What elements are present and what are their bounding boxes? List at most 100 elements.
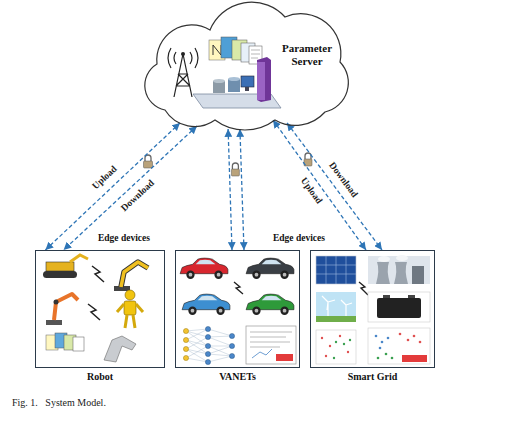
grid-illustration-part-part	[321, 337, 323, 339]
antenna-tower	[168, 48, 198, 97]
grid-illustration-part	[376, 262, 390, 284]
vehicles-illustration-part-part	[229, 343, 234, 348]
grid-illustration-part	[399, 333, 422, 344]
vehicles-illustration-part-part	[183, 337, 188, 342]
database-part	[228, 77, 240, 81]
edge-device-box: VANETs	[175, 250, 300, 368]
grid-illustration-part-part	[375, 335, 378, 338]
grid-illustration-part-part	[347, 351, 349, 353]
grid-illustration	[316, 255, 430, 364]
vehicles-illustration-part-part	[229, 353, 234, 358]
padlock	[231, 163, 239, 176]
vehicles-illustration-part-part	[183, 355, 188, 360]
padlock-part	[144, 161, 153, 168]
link-label: Download	[117, 177, 158, 216]
grid-illustration-part	[368, 328, 430, 364]
dashed-link	[228, 129, 232, 250]
vehicles-illustration-part-part	[186, 329, 208, 362]
vehicles-illustration-part	[246, 326, 296, 364]
grid-illustration-part-part	[343, 343, 345, 345]
robot-illustration-part	[46, 262, 74, 271]
padlock-part	[232, 163, 238, 169]
robot-illustration-part	[54, 300, 59, 305]
grid-illustration-part	[377, 353, 394, 360]
grid-illustration-part	[316, 316, 356, 322]
grid-illustration-part	[322, 296, 352, 316]
vehicles-illustration-part	[276, 354, 293, 361]
vehicles-illustration-part-part	[205, 326, 210, 331]
vehicles-illustration-part	[183, 328, 188, 360]
vehicles-illustration-part-part	[205, 343, 210, 348]
group-label: Edge devices	[273, 233, 325, 244]
figure-caption: Fig. 1. System Model.	[12, 397, 106, 409]
monitor	[241, 76, 254, 87]
grid-illustration-part-part	[419, 341, 422, 344]
vehicles-illustration-part-part	[229, 333, 234, 338]
grid-illustration-part-part	[333, 357, 335, 359]
grid-illustration-part	[316, 292, 356, 322]
grid-illustration-part	[412, 266, 424, 284]
padlock	[144, 155, 153, 168]
robot-illustration-part	[73, 337, 84, 351]
grid-illustration-part	[316, 330, 356, 364]
dashed-link	[45, 123, 180, 250]
grid-illustration-part	[378, 256, 390, 262]
grid-illustration-part	[368, 256, 430, 284]
grid-illustration-part	[368, 292, 430, 322]
vehicles-illustration-part-part	[205, 351, 210, 356]
vehicles-illustration-part	[246, 258, 294, 279]
cloud-shape	[145, 2, 349, 130]
robot-illustration	[43, 255, 148, 362]
vehicles-illustration-part-part	[183, 346, 188, 351]
grid-illustration-part-part	[385, 353, 388, 356]
database-part	[213, 79, 225, 83]
grid-illustration-part-part	[349, 339, 351, 341]
vehicles-illustration-part-part	[208, 329, 232, 362]
data-cards-part	[251, 50, 260, 58]
padlock-part	[305, 153, 311, 159]
database	[213, 77, 240, 93]
grid-illustration-part-part	[335, 341, 337, 343]
grid-illustration-part-part	[381, 341, 384, 344]
robot-illustration-part	[43, 271, 77, 278]
grid-illustration-part-part	[339, 335, 341, 337]
grid-illustration-part-part	[399, 333, 402, 336]
grid-illustration-part-part	[379, 347, 382, 350]
dashed-link	[64, 126, 197, 250]
vehicles-illustration-part	[250, 332, 292, 347]
vehicles-illustration	[180, 258, 296, 365]
robot-illustration-part	[121, 262, 148, 287]
grid-illustration-part	[359, 282, 368, 295]
robot-illustration-part	[125, 290, 135, 300]
link-label: Upload	[296, 174, 325, 208]
cloud-outline	[135, 2, 350, 132]
vehicles-illustration-part	[246, 294, 294, 315]
grid-illustration-part-part	[413, 335, 416, 338]
robot-illustration-part	[54, 294, 78, 320]
grid-illustration-part	[394, 262, 408, 284]
box-title: Robot	[87, 371, 113, 383]
robot-illustration-part	[124, 301, 136, 315]
grid-illustration-part	[316, 256, 356, 284]
data-cards	[209, 37, 262, 64]
grid-illustration-part	[408, 295, 415, 298]
vehicles-illustration-part-part	[183, 328, 188, 333]
grid-illustration-part	[333, 339, 351, 359]
group-label: Edge devices	[98, 233, 150, 244]
link-label: Download	[325, 158, 361, 201]
robot-illustration-part	[92, 266, 104, 282]
dashed-link	[240, 129, 244, 250]
grid-illustration-part	[383, 295, 390, 298]
vehicles-illustration-part	[205, 326, 234, 364]
robot-illustration-part	[121, 262, 148, 287]
server-illustration	[168, 37, 281, 108]
connector-group	[45, 120, 382, 250]
antenna-tip	[181, 52, 185, 56]
link-label: Upload	[89, 163, 121, 194]
